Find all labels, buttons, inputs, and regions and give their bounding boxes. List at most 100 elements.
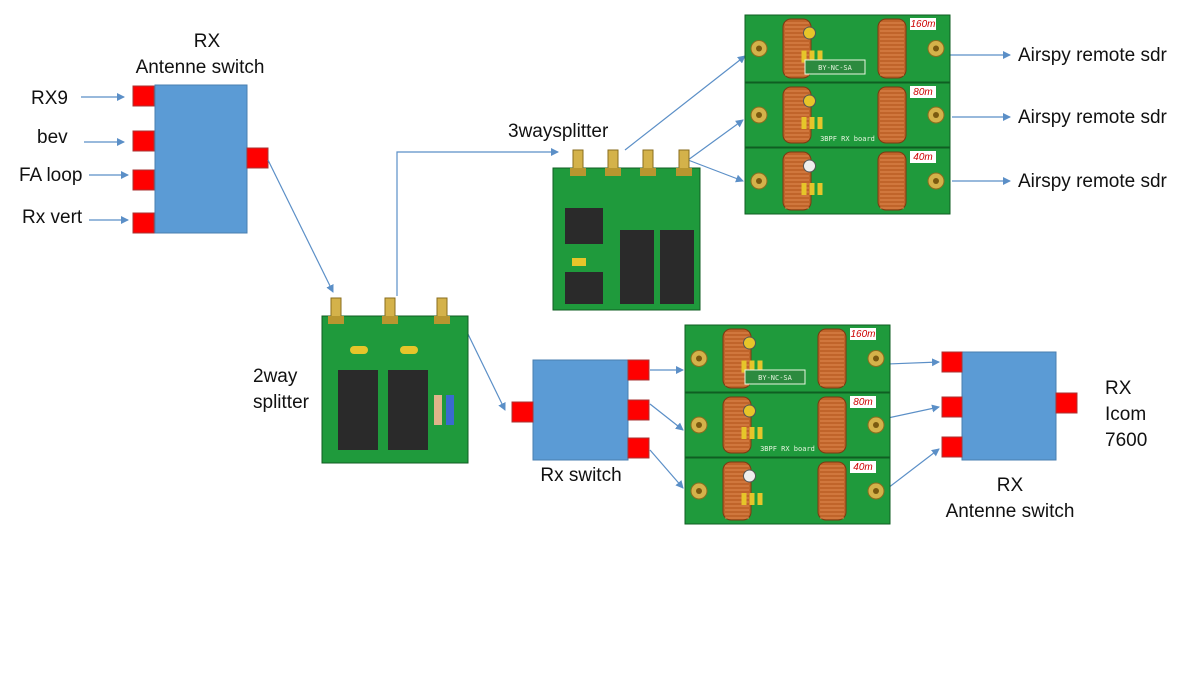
right-switch-port-in-3 xyxy=(941,436,963,458)
band-label: 80m xyxy=(913,87,932,98)
toroid-coil-icon xyxy=(817,461,847,521)
port-bev xyxy=(132,130,155,152)
capacitor-icon xyxy=(350,346,368,354)
board-name-text: 3BPF RX board xyxy=(760,445,815,453)
input-label-bev: bev xyxy=(37,127,68,148)
sma-connector-nut xyxy=(640,168,656,176)
right-antenna-switch-box xyxy=(961,351,1057,461)
transformer-core-icon xyxy=(565,208,603,244)
band-label-sticker xyxy=(850,396,876,408)
input-label-rx9: RX9 xyxy=(31,88,68,109)
trimmer-cap-icon xyxy=(803,94,816,108)
toroid-coil-icon xyxy=(817,328,847,389)
capacitor-icon xyxy=(757,427,763,439)
band-label-sticker xyxy=(850,328,876,340)
capacitor-icon xyxy=(817,183,823,195)
sma-connector-pin xyxy=(873,422,879,428)
capacitor-icon xyxy=(809,50,815,63)
filter-board-40m xyxy=(744,147,951,215)
transformer-core-icon xyxy=(388,370,428,450)
license-text: BY-NC-SA xyxy=(758,374,793,382)
band-label-sticker xyxy=(910,86,936,98)
input-label-rx-vert: Rx vert xyxy=(22,207,83,228)
sma-connector-pin xyxy=(933,178,939,184)
sma-connector-pin xyxy=(696,488,702,494)
three-way-label: 3waysplitter xyxy=(508,121,609,142)
three-way-splitter-board xyxy=(552,149,701,311)
board-name-text: 3BPF RX board xyxy=(820,135,875,143)
arrow-3way-to-160 xyxy=(624,55,746,151)
connection-arrows xyxy=(267,51,1011,489)
sma-connector-nut xyxy=(605,168,621,176)
two-way-label-1: 2way xyxy=(253,366,298,387)
output-label-80: Airspy remote sdr xyxy=(1018,107,1168,128)
trimmer-cap-icon xyxy=(743,336,756,350)
sma-connector-pin xyxy=(873,355,879,362)
output-label-160: Airspy remote sdr xyxy=(1018,45,1168,66)
arrow-3way-to-80 xyxy=(687,119,744,161)
jumper-icon xyxy=(572,258,586,266)
toroid-coil-icon xyxy=(877,151,907,211)
left-antenna-switch-box xyxy=(154,84,248,234)
toroid-coil-icon xyxy=(877,18,907,79)
capacitor-icon xyxy=(741,427,747,439)
sma-connector-pin xyxy=(933,45,939,52)
sma-connector-pin xyxy=(756,178,762,184)
capacitor-icon xyxy=(757,360,763,373)
trimmer-cap-icon xyxy=(743,404,756,418)
right-switch-port-out xyxy=(1055,392,1078,414)
band-label: 40m xyxy=(913,152,932,163)
arrow-2way-to-3way xyxy=(396,148,559,296)
sma-connector-nut xyxy=(434,316,450,324)
sma-connector-pin xyxy=(756,112,762,118)
right-switch-title-1: RX xyxy=(997,475,1024,496)
arrow-80-to-switch xyxy=(887,404,940,419)
arrow-rxsw-to-80 xyxy=(649,403,684,431)
capacitor-icon xyxy=(817,50,823,63)
left-switch-title-2: Antenne switch xyxy=(136,57,265,78)
sma-connector-pin xyxy=(873,488,879,494)
band-label: 160m xyxy=(850,329,875,340)
trimmer-cap-icon xyxy=(803,26,816,40)
band-label: 40m xyxy=(853,462,872,473)
band-label-sticker xyxy=(910,18,936,30)
input-label-fa-loop: FA loop xyxy=(19,165,82,186)
right-switch-port-in-1 xyxy=(941,351,963,373)
rx-switch-box xyxy=(532,359,629,461)
transformer-core-icon xyxy=(565,272,603,304)
capacitor-icon xyxy=(749,360,755,373)
transformer-core-icon xyxy=(620,230,654,304)
rx-switch-label: Rx switch xyxy=(540,465,621,486)
rx-switch-port-out-2 xyxy=(627,399,650,421)
sma-connector-nut xyxy=(328,316,344,324)
license-text: BY-NC-SA xyxy=(818,64,853,72)
license-badge xyxy=(804,59,866,75)
output-label-40: Airspy remote sdr xyxy=(1018,171,1168,192)
capacitor-icon xyxy=(801,183,807,195)
capacitor-icon xyxy=(749,493,755,505)
sma-connector-nut xyxy=(570,168,586,176)
arrow-40-to-switch xyxy=(887,448,940,489)
right-switch-port-in-2 xyxy=(941,396,963,418)
sma-connector-pin xyxy=(756,45,762,52)
band-label: 80m xyxy=(853,397,872,408)
capacitor-icon xyxy=(741,493,747,505)
license-badge xyxy=(744,369,806,385)
port-left-out xyxy=(246,147,269,169)
right-switch-title-2: Antenne switch xyxy=(946,501,1075,522)
port-rx-vert xyxy=(132,212,155,234)
arrow-160-to-switch xyxy=(887,358,940,367)
rx-switch-port-out-1 xyxy=(627,359,650,381)
port-fa-loop xyxy=(132,169,155,191)
arrow-3way-to-40 xyxy=(687,159,744,183)
capacitor-icon xyxy=(801,50,807,63)
radio-label-1: RX xyxy=(1105,378,1132,399)
transformer-core-icon xyxy=(338,370,378,450)
transformer-core-icon xyxy=(660,230,694,304)
input-arrows xyxy=(81,93,129,224)
left-switch-ports xyxy=(132,85,269,234)
trimmer-cap-icon xyxy=(803,159,816,173)
two-way-label-2: splitter xyxy=(253,392,310,413)
